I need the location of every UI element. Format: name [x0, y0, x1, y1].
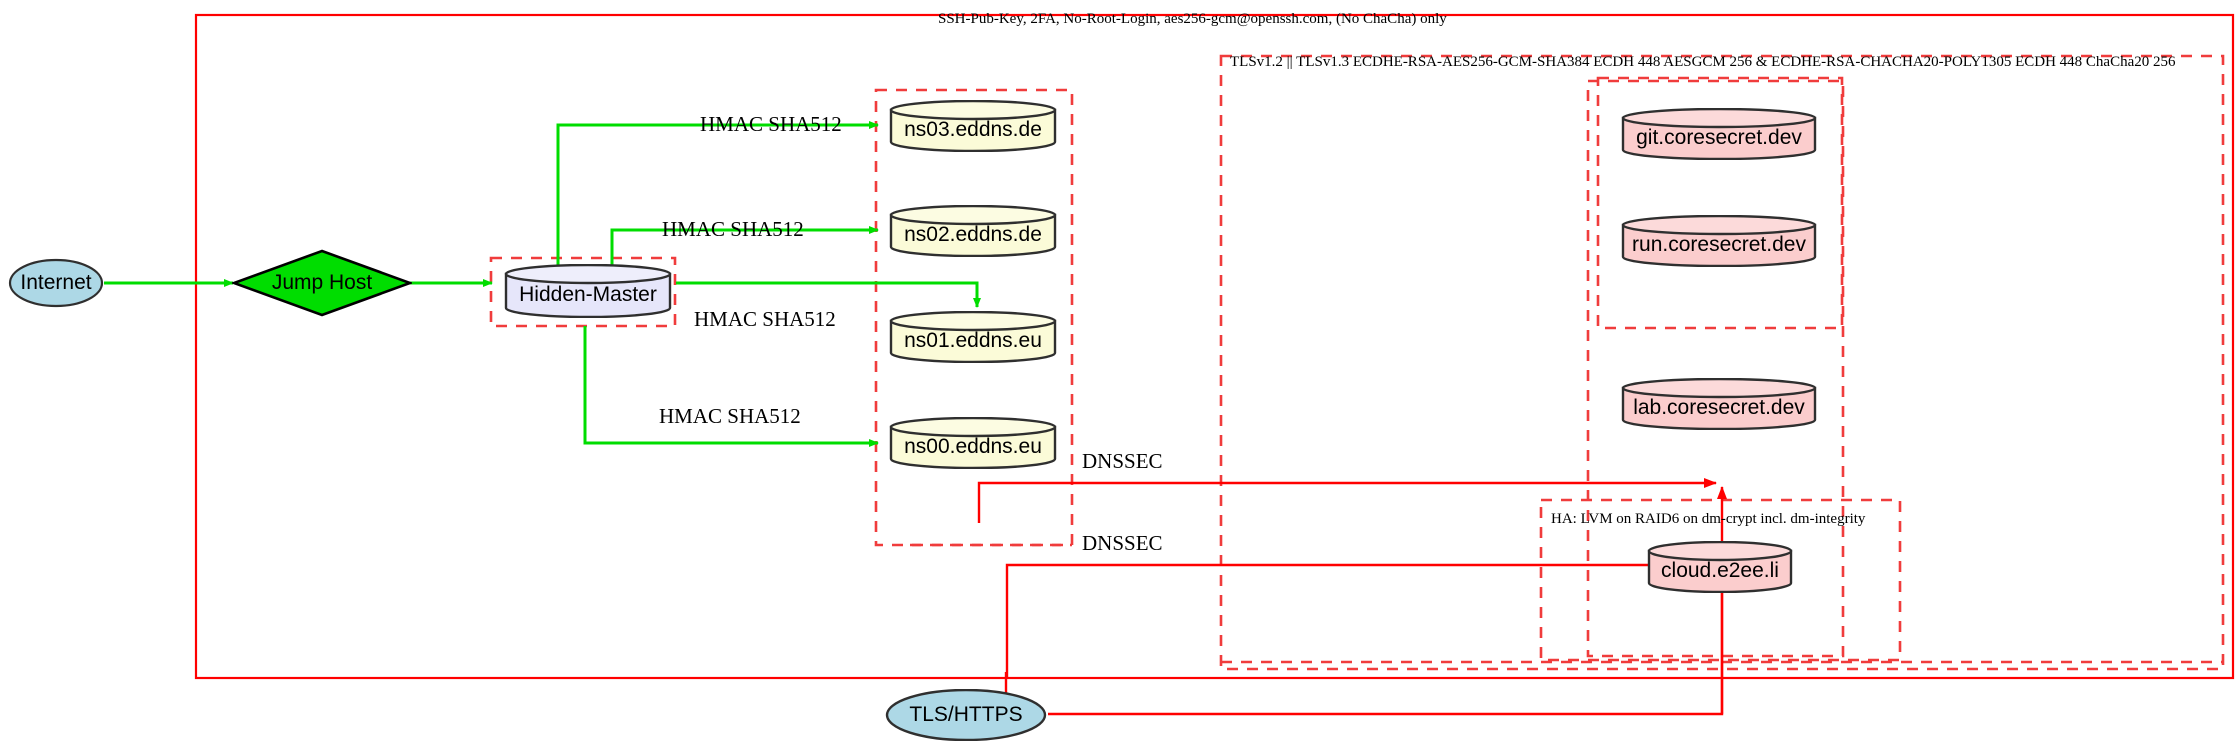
cluster-ha-label: HA: LVM on RAID6 on dm-crypt incl. dm-in…	[1551, 511, 1866, 527]
edge-label-hmac-ns00: HMAC SHA512	[659, 404, 801, 428]
node-ns03[interactable]: ns03.eddns.de	[888, 99, 1058, 153]
node-git-coresecret-label: git.coresecret.dev	[1636, 126, 1802, 149]
node-ns02[interactable]: ns02.eddns.de	[888, 204, 1058, 258]
cluster-outer-ssh	[194, 13, 2235, 680]
edge-hm-ns02	[610, 226, 879, 266]
edge-hm-ns01	[676, 281, 981, 308]
edge-dnssec-upper	[977, 478, 1717, 523]
edge-label-hmac-ns01: HMAC SHA512	[694, 307, 836, 331]
node-ns01[interactable]: ns01.eddns.eu	[888, 310, 1058, 364]
node-internet[interactable]: Internet	[8, 258, 104, 308]
edge-hm-ns03	[556, 121, 879, 266]
edge-label-dnssec-upper: DNSSEC	[1082, 449, 1163, 473]
node-ns00[interactable]: ns00.eddns.eu	[888, 416, 1058, 470]
node-jump-host[interactable]: Jump Host	[230, 249, 414, 317]
node-lab-coresecret[interactable]: lab.coresecret.dev	[1620, 377, 1818, 431]
node-tls-https-label: TLS/HTTPS	[909, 703, 1023, 726]
edge-label-dnssec-lower: DNSSEC	[1082, 531, 1163, 555]
node-ns00-label: ns00.eddns.eu	[904, 435, 1042, 458]
edge-label-hmac-ns02: HMAC SHA512	[662, 217, 804, 241]
node-run-coresecret-label: run.coresecret.dev	[1632, 233, 1806, 256]
edge-dnssec-lower	[1005, 560, 1717, 678]
node-run-coresecret[interactable]: run.coresecret.dev	[1620, 214, 1818, 268]
node-tls-https[interactable]: TLS/HTTPS	[885, 688, 1047, 742]
cluster-dashed-extras	[910, 543, 2223, 664]
node-hidden-master[interactable]: Hidden-Master	[503, 263, 673, 319]
cluster-outer-ssh-label: SSH-Pub-Key, 2FA, No-Root-Login, aes256-…	[938, 11, 1447, 27]
node-cloud-e2ee[interactable]: cloud.e2ee.li	[1646, 540, 1794, 594]
node-ns03-label: ns03.eddns.de	[904, 118, 1042, 141]
edge-hm-ns00	[583, 326, 879, 447]
node-hidden-master-label: Hidden-Master	[519, 283, 657, 306]
node-jump-host-label: Jump Host	[271, 271, 373, 294]
cluster-coresecret	[1596, 76, 1844, 330]
edge-label-hmac-ns03: HMAC SHA512	[700, 112, 842, 136]
node-git-coresecret[interactable]: git.coresecret.dev	[1620, 107, 1818, 161]
node-internet-label: Internet	[20, 271, 92, 294]
cluster-tls	[1219, 54, 2225, 671]
node-cloud-e2ee-label: cloud.e2ee.li	[1661, 559, 1779, 582]
cluster-tls-label: TLSv1.2 || TLSv1.3 ECDHE-RSA-AES256-GCM-…	[1230, 54, 2176, 70]
cluster-coresecret-inner	[1586, 79, 1845, 658]
node-ns02-label: ns02.eddns.de	[904, 223, 1042, 246]
node-ns01-label: ns01.eddns.eu	[904, 329, 1042, 352]
cluster-hidden-master	[489, 256, 677, 328]
node-lab-coresecret-label: lab.coresecret.dev	[1633, 396, 1805, 419]
